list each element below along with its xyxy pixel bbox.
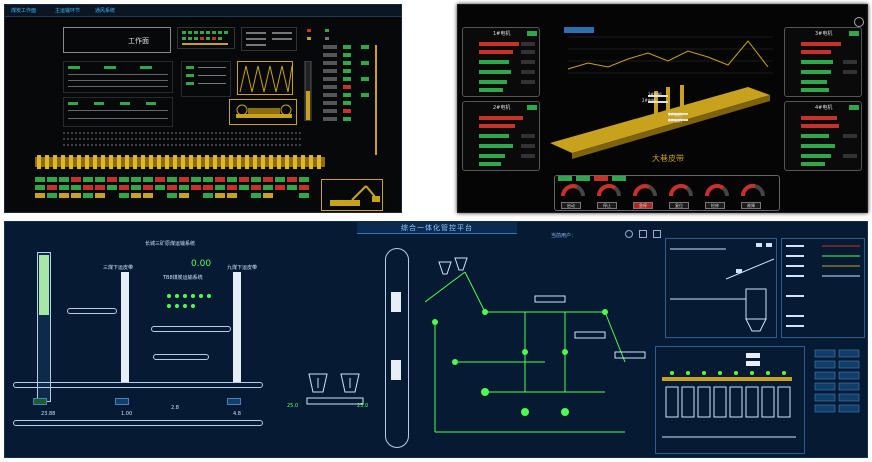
elevator-bin-upper[interactable] [391, 292, 401, 312]
motor-card-2: 2#电机 [462, 101, 540, 171]
vertical-gauge [299, 60, 317, 122]
info-table-2 [63, 97, 173, 127]
main-belt-lower[interactable] [13, 420, 263, 426]
button-reset[interactable]: 复位 [669, 202, 689, 209]
title-banner: 综合一体化管控平台 [357, 222, 517, 234]
motor-card-2-status [527, 105, 537, 110]
wave-chart-svg [239, 65, 293, 93]
menu-item-workface[interactable]: 煤炭工作面 [11, 8, 37, 14]
button-emergency-stop[interactable]: 急停 [633, 202, 653, 209]
gauge-panel: 启动 停止 急停 复位 检修 故障 [554, 175, 780, 211]
motor-card-4: 4#电机 [784, 101, 862, 171]
status-grid-svg [182, 31, 228, 45]
belt-tag-2: 2#电机 [642, 98, 656, 103]
belt-mid[interactable] [151, 326, 231, 332]
menu-item-ventilation[interactable]: 通风系统 [95, 8, 116, 14]
distance-value: 2.8 [171, 405, 179, 411]
belt-tag-4: 4#电机 [668, 118, 682, 123]
elevator-bin-lower[interactable] [391, 360, 401, 380]
level-value-3: 4.8 [233, 411, 241, 417]
motor-card-1-status [527, 31, 537, 36]
button-start[interactable]: 启动 [561, 202, 581, 209]
level-value-1: 23.88 [41, 411, 56, 417]
belt-monitor-panel: 1#电机 2#电机 3#电机 4#电机 3#电机 2 [457, 4, 868, 213]
mid-data-box [181, 61, 231, 97]
button-stop[interactable]: 停止 [597, 202, 617, 209]
belt-upper-left[interactable] [67, 308, 117, 314]
wave-chart-box [237, 61, 293, 95]
belt-3d-graphic: 3#电机 2#电机 1#电机 4#电机 [548, 83, 778, 163]
belt-tag-3: 1#电机 [668, 112, 682, 117]
integrated-control-panel: 综合一体化管控平台 当前用户： 长城三矿原煤运输系统 0.00 三煤下运皮带 九… [4, 221, 868, 458]
motor-card-2-title: 2#电机 [493, 105, 511, 111]
menu-item-transport[interactable]: 主运输环节 [55, 8, 81, 14]
status-button-grid [813, 346, 865, 454]
level-value-2: 1.00 [121, 411, 133, 417]
hydraulic-support-array [35, 151, 325, 173]
preparation-plant-box [665, 238, 777, 338]
motor-card-1: 1#电机 [462, 27, 540, 97]
motor-card-3: 3#电机 [784, 27, 862, 97]
bin-1[interactable] [33, 398, 47, 405]
bin-3[interactable] [227, 398, 241, 405]
trend-chart-svg [564, 27, 773, 74]
left-silo[interactable] [37, 252, 51, 402]
workface-title-box: 工作面 [63, 27, 171, 53]
belt-tag-1: 3#电机 [648, 92, 662, 97]
workface-monitor-panel: 煤炭工作面 主运输环节 通风系统 工作面 [4, 4, 402, 213]
button-fault[interactable]: 故障 [741, 202, 761, 209]
right-belt-label: 九煤下运皮带 [227, 265, 258, 271]
current-user-label: 当前用户： [551, 233, 577, 239]
status-grid-top [177, 27, 235, 49]
belt-label: 大巷皮带 [652, 154, 684, 163]
motor-card-4-status [849, 105, 859, 110]
bucket-elevator[interactable] [385, 248, 409, 448]
support-status-grid [35, 177, 315, 205]
process-network [424, 252, 655, 452]
status-readout-box [241, 27, 297, 51]
vertical-belt-1[interactable] [121, 272, 129, 382]
right-status-column [321, 45, 391, 161]
bottom-value-1: 25.0 [287, 403, 299, 409]
shearer-diagram [229, 99, 297, 125]
support-rows [63, 129, 303, 149]
legend-panel [781, 238, 865, 338]
motor-card-3-status [849, 31, 859, 36]
home-icon[interactable] [639, 230, 647, 238]
workface-title: 工作面 [128, 37, 149, 45]
hopper-pair[interactable] [305, 372, 365, 406]
belt-lower-mid[interactable] [153, 354, 209, 360]
button-maintenance[interactable]: 检修 [705, 202, 725, 209]
bin-2[interactable] [115, 398, 129, 405]
info-table-1 [63, 61, 173, 93]
bottom-value-2: 25.0 [357, 403, 369, 409]
bin-array-panel [655, 346, 805, 454]
excavator-thumbnail[interactable] [321, 179, 383, 211]
legend-box [305, 27, 355, 49]
mid-system-label: TB8煤炭运输系统 [163, 275, 203, 281]
refresh-icon[interactable] [854, 17, 864, 27]
settings-icon[interactable] [625, 230, 633, 238]
motor-card-3-title: 3#电机 [815, 31, 833, 37]
trend-chart [558, 23, 778, 83]
vertical-belt-2[interactable] [233, 272, 241, 382]
counter-value: 0.00 [191, 259, 212, 269]
system-name: 长城三矿原煤运输系统 [145, 241, 196, 247]
motor-card-4-title: 4#电机 [815, 105, 833, 111]
gauge-tab-row [558, 167, 628, 181]
platform-title: 综合一体化管控平台 [401, 224, 473, 232]
motor-card-1-title: 1#电机 [493, 31, 511, 37]
left-silo-level [39, 255, 49, 315]
main-belt-upper[interactable] [13, 382, 263, 388]
indicator-lights [165, 292, 221, 312]
panel1-menu-bar: 煤炭工作面 主运输环节 通风系统 [5, 5, 401, 17]
left-belt-label: 三煤下运皮带 [103, 265, 134, 271]
close-icon[interactable] [653, 230, 661, 238]
